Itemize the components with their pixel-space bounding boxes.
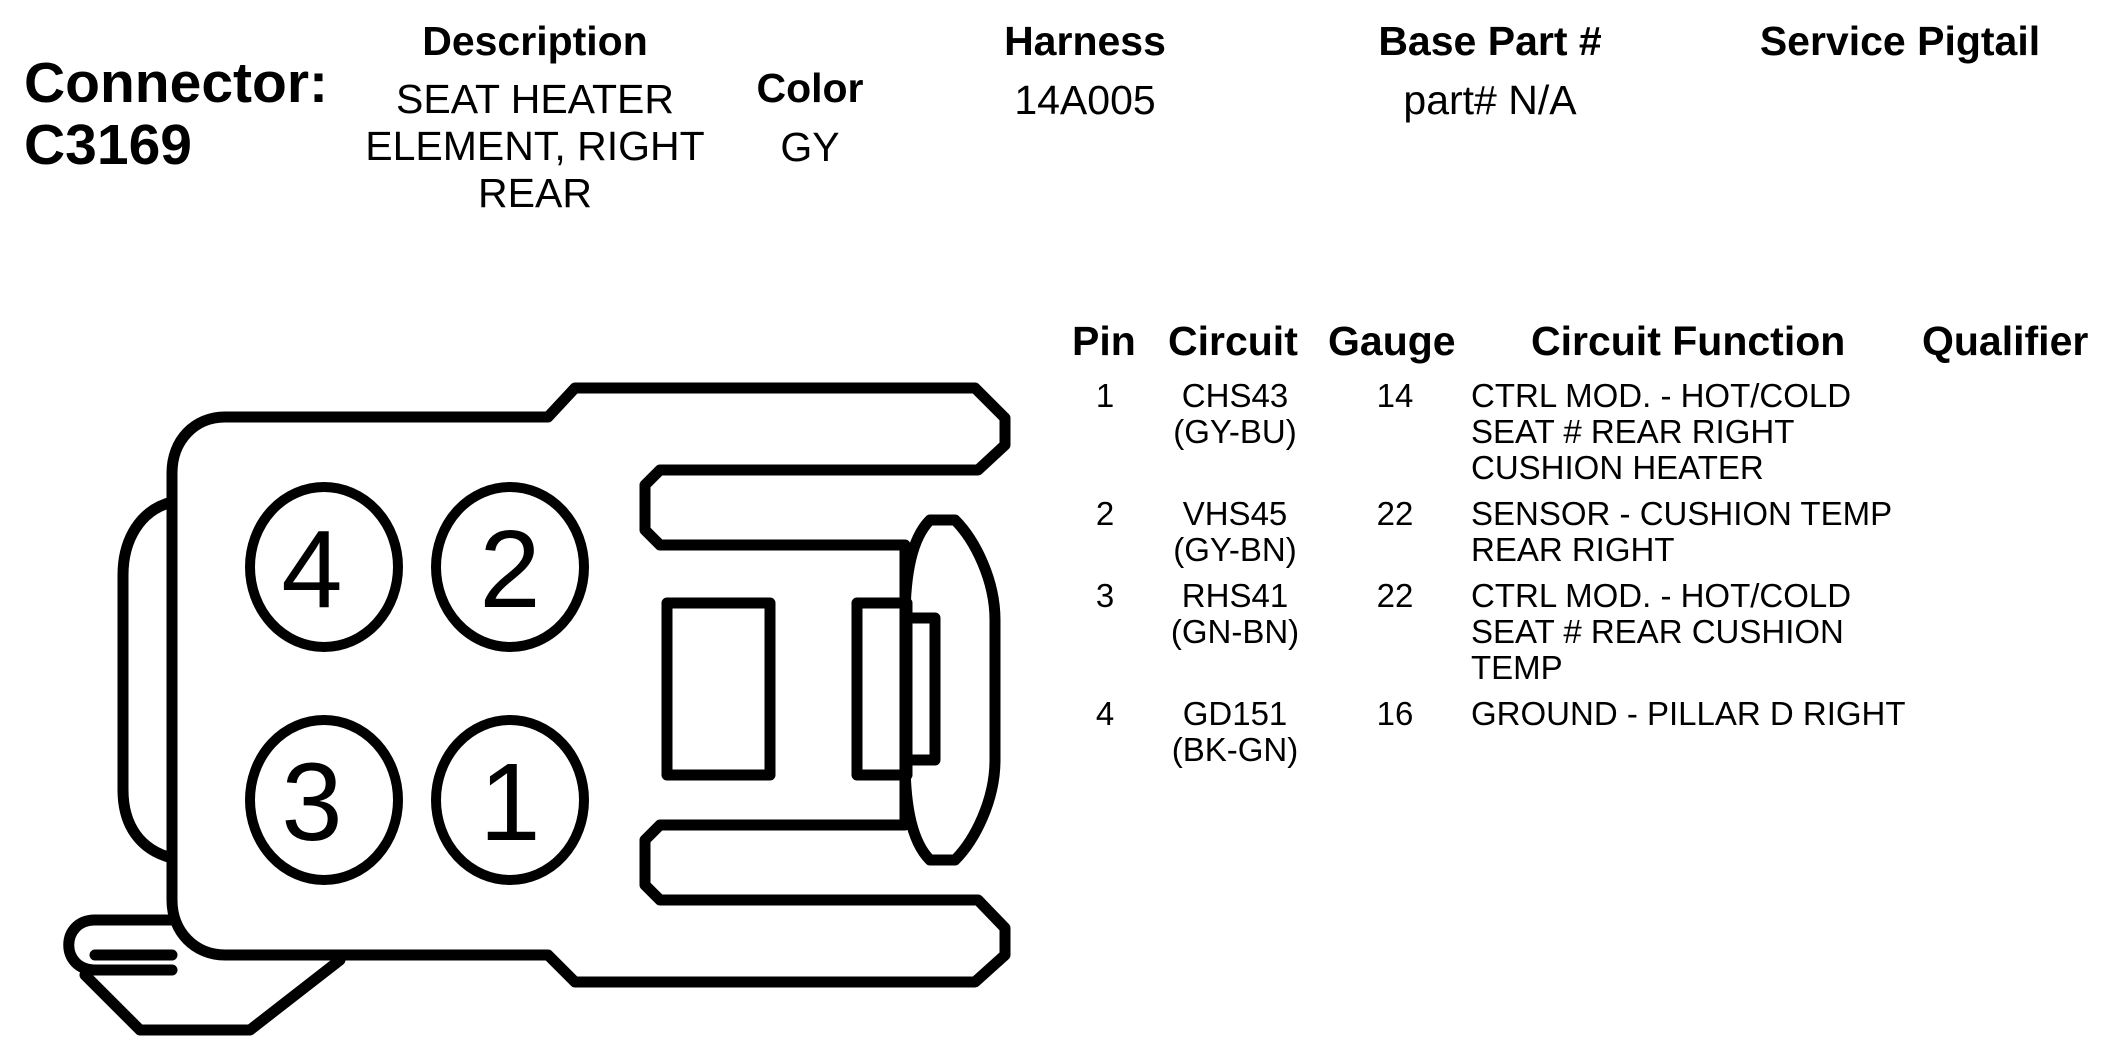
- pin-cavity-1: [431, 715, 589, 885]
- table-row-3-gauge: 22: [1376, 577, 1414, 614]
- circuit-header: Circuit: [1168, 318, 1298, 364]
- pin-label-1: 1: [479, 741, 540, 864]
- terminal-window-left: [661, 597, 776, 781]
- harness-value: 14A005: [1014, 77, 1156, 123]
- connector-title: Connector: C3169: [24, 52, 328, 176]
- table-row-1-pin: 1: [1095, 377, 1115, 414]
- function-header: Circuit Function: [1531, 318, 1846, 364]
- description-header: Description: [422, 18, 648, 64]
- table-row-4-circuit: GD151 (BK-GN): [1171, 695, 1299, 768]
- harness-header: Harness: [1004, 18, 1166, 64]
- description-value: SEAT HEATER ELEMENT, RIGHT REAR: [365, 76, 705, 216]
- lock-tab: [63, 914, 346, 1036]
- table-row-3-pin: 3: [1095, 577, 1115, 614]
- pin-cavity-4: [245, 482, 403, 652]
- table-row-3-circuit: RHS41 (GN-BN): [1170, 577, 1300, 650]
- terminal-window-inner: [899, 612, 941, 766]
- color-header: Color: [756, 65, 864, 111]
- base-part-value: part# N/A: [1403, 77, 1577, 123]
- base-part-header: Base Part #: [1378, 18, 1602, 64]
- table-row-2-function: SENSOR - CUSHION TEMP REAR RIGHT: [1471, 495, 1892, 568]
- color-value: GY: [780, 124, 840, 170]
- connector-label: Connector:: [24, 51, 328, 115]
- table-row-2-circuit: VHS45 (GY-BN): [1173, 495, 1297, 568]
- qualifier-header: Qualifier: [1922, 318, 2089, 364]
- table-row-4-pin: 4: [1095, 695, 1115, 732]
- table-row-2-gauge: 22: [1376, 495, 1414, 532]
- table-row-4-gauge: 16: [1376, 695, 1414, 732]
- pin-cavity-3: [245, 715, 403, 885]
- service-pigtail-header: Service Pigtail: [1759, 18, 2041, 64]
- gauge-header: Gauge: [1328, 318, 1456, 364]
- connector-id: C3169: [24, 113, 192, 177]
- table-row-3-function: CTRL MOD. - HOT/COLD SEAT # REAR CUSHION…: [1471, 577, 1852, 686]
- pin-label-4: 4: [281, 508, 342, 631]
- left-latch: [117, 496, 178, 864]
- pin-cavity-2: [431, 482, 589, 652]
- right-key-cap: [899, 514, 1001, 866]
- pin-label-2: 2: [479, 508, 540, 631]
- table-row-2-pin: 2: [1095, 495, 1115, 532]
- table-row-1-gauge: 14: [1376, 377, 1414, 414]
- table-row-1-function: CTRL MOD. - HOT/COLD SEAT # REAR RIGHT C…: [1471, 377, 1852, 486]
- connector-body-outline: [166, 382, 1011, 988]
- table-row-4-function: GROUND - PILLAR D RIGHT: [1471, 695, 1906, 732]
- table-row-1-circuit: CHS43 (GY-BU): [1173, 377, 1297, 450]
- pin-header: Pin: [1072, 318, 1136, 364]
- pin-label-3: 3: [281, 741, 342, 864]
